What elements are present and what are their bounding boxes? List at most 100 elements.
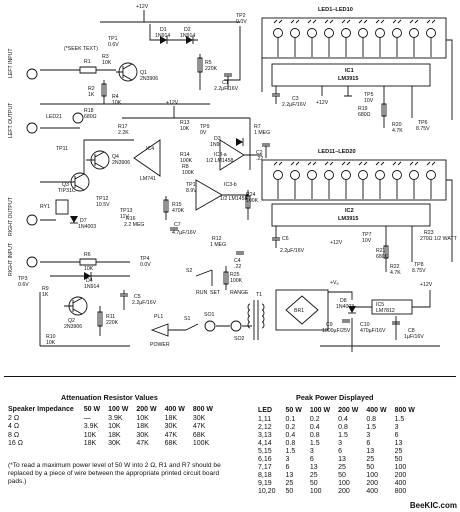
peak-power-cell: 3 xyxy=(394,423,399,431)
c4-label: C4 xyxy=(234,258,241,264)
led-bar-1-frame xyxy=(261,17,447,59)
attenuation-cell: 4 Ω xyxy=(8,423,20,431)
tp12-value: 10.5V xyxy=(96,202,110,208)
peak-power-cell: 0.4 xyxy=(309,423,320,431)
peak-power-cell: 6 xyxy=(366,439,371,447)
tp7-label: TP7 xyxy=(362,232,372,238)
power-supply: T1 BR1 +Vₐ D8 1N4003 IC5 LM7812 +12V C9 … xyxy=(150,280,440,352)
attenuation-cell: 68K xyxy=(192,431,206,439)
ic2-label: IC2 xyxy=(345,208,354,214)
c2-value: .22 xyxy=(256,156,263,162)
q3-part: TIP31C xyxy=(58,188,76,194)
plus12v-mid-label: +12V xyxy=(166,100,179,106)
attenuation-note: (*To read a maximum power level of 50 W … xyxy=(8,462,221,486)
peak-power-cell: 0.8 xyxy=(338,423,348,431)
right-input-jack xyxy=(26,256,38,268)
c4-value: .22 xyxy=(234,264,241,270)
led-bar-2-frame xyxy=(261,159,447,201)
r12-label: R12 xyxy=(212,236,222,242)
peak-power-cell: 6,16 xyxy=(258,456,272,464)
r4-value: 10K xyxy=(112,100,122,106)
peak-power-cell: 1.5 xyxy=(309,439,320,447)
peak-power-cell: 13 xyxy=(285,472,294,480)
r11-label: R11 xyxy=(106,314,115,320)
attenuation-header-cell: Speaker Impedance xyxy=(8,406,74,413)
bar2-led-4 xyxy=(324,170,334,180)
attenuation-header-cell: 400 W xyxy=(164,406,185,413)
attenuation-cell: 10K xyxy=(108,423,121,431)
r18-value: 680Ω xyxy=(84,114,97,120)
peak-power-cell: 3 xyxy=(366,431,371,439)
plus-va-label: +Vₐ xyxy=(330,280,338,286)
s2-label: S2 xyxy=(186,268,192,274)
r8-label: R8 xyxy=(182,164,189,170)
tp3-value: 0.6V xyxy=(18,282,29,288)
peak-power-header-cell: 50 W xyxy=(285,407,302,414)
c9-label: C9 xyxy=(326,322,333,328)
r21-value: 680Ω xyxy=(376,254,389,260)
peak-power-cell: 5,15 xyxy=(258,447,272,455)
d2-part: 1N914 xyxy=(180,33,195,39)
r7-label: R7 xyxy=(254,124,261,130)
peak-power-cell: 100 xyxy=(338,480,350,488)
peak-power-cell: 0.2 xyxy=(309,415,320,423)
c7-value: 4.7µF/16V xyxy=(172,230,197,236)
r24-label: R24 xyxy=(246,192,256,198)
peak-power-cell: 400 xyxy=(366,488,379,496)
attenuation-cell: 30K xyxy=(164,423,178,431)
r17-label: R17 xyxy=(118,124,128,130)
left-input-label: LEFT INPUT xyxy=(8,48,14,78)
so2-label: SO2 xyxy=(234,336,244,342)
r13-value: 10K xyxy=(180,126,190,132)
peak-power-cell: 400 xyxy=(394,480,407,488)
ic3a-part: 1/2 LM1458 xyxy=(206,158,234,164)
attenuation-table-panel: Attenuation Resistor Values Speaker Impe… xyxy=(6,393,226,503)
ic4-label: IC4 xyxy=(146,146,154,152)
r19-label: R19 xyxy=(358,106,368,112)
r22-value: 4.7K xyxy=(390,270,401,276)
led-bar-1: LED1–LED10 IC1 LM3915 C3 2.2µF/16V +12V … xyxy=(261,7,453,134)
attenuation-cell: 3.9K xyxy=(83,423,99,431)
peak-power-cell: 0.1 xyxy=(285,415,296,423)
plus12v-top-label: +12V xyxy=(136,4,149,10)
r19-value: 680Ω xyxy=(358,112,371,118)
peak-power-cell: 10,20 xyxy=(258,488,276,496)
so2-socket xyxy=(230,320,242,332)
r18-label: R18 xyxy=(84,108,94,114)
right-input-label: RIGHT INPUT xyxy=(8,242,14,276)
ic5-label: IC5 xyxy=(376,302,384,308)
tp10-value: 8.9V xyxy=(186,188,197,194)
tp9-label: TP9 xyxy=(200,124,210,130)
peak-power-header-cell: 200 W xyxy=(338,407,359,414)
tp11-label: TP11 xyxy=(56,146,68,152)
attenuation-cell: 100K xyxy=(192,440,210,448)
bar2-led-3 xyxy=(307,170,317,180)
attenuation-cell: 18K xyxy=(164,414,178,422)
bar1-led-8 xyxy=(392,28,402,38)
ic2-part-label: LM3915 xyxy=(338,216,359,222)
d1-label: D1 xyxy=(160,27,167,33)
r10-label: R10 xyxy=(46,334,56,340)
peak-power-title: Peak Power Displayed xyxy=(296,393,374,402)
left-input-stage: +12V TP2 0.0V TP1 0.6V D1 1N914 D2 1N914… xyxy=(8,4,247,106)
bar2-led-1 xyxy=(273,170,283,180)
c6-value: 2.2µF/16V xyxy=(280,248,305,254)
bar1-led-3 xyxy=(307,28,317,38)
peak-power-cell: 7,17 xyxy=(258,464,272,472)
ic4-part: LM741 xyxy=(140,176,156,182)
d4-part: 1N914 xyxy=(84,284,99,290)
tp4-value: 0.0V xyxy=(140,262,151,268)
tp2-label: TP2 xyxy=(236,13,246,19)
power-label: POWER xyxy=(150,342,170,348)
bar1-led-4 xyxy=(324,28,334,38)
bar2-led-6 xyxy=(358,170,368,180)
c10-label: C10 xyxy=(360,322,370,328)
r1-label: R1 xyxy=(84,59,91,65)
plus12v-ic1-label: +12V xyxy=(316,100,329,106)
peak-power-cell: 50 xyxy=(285,488,294,496)
r9-label: R9 xyxy=(42,286,49,292)
q1-label: Q1 xyxy=(140,70,147,76)
